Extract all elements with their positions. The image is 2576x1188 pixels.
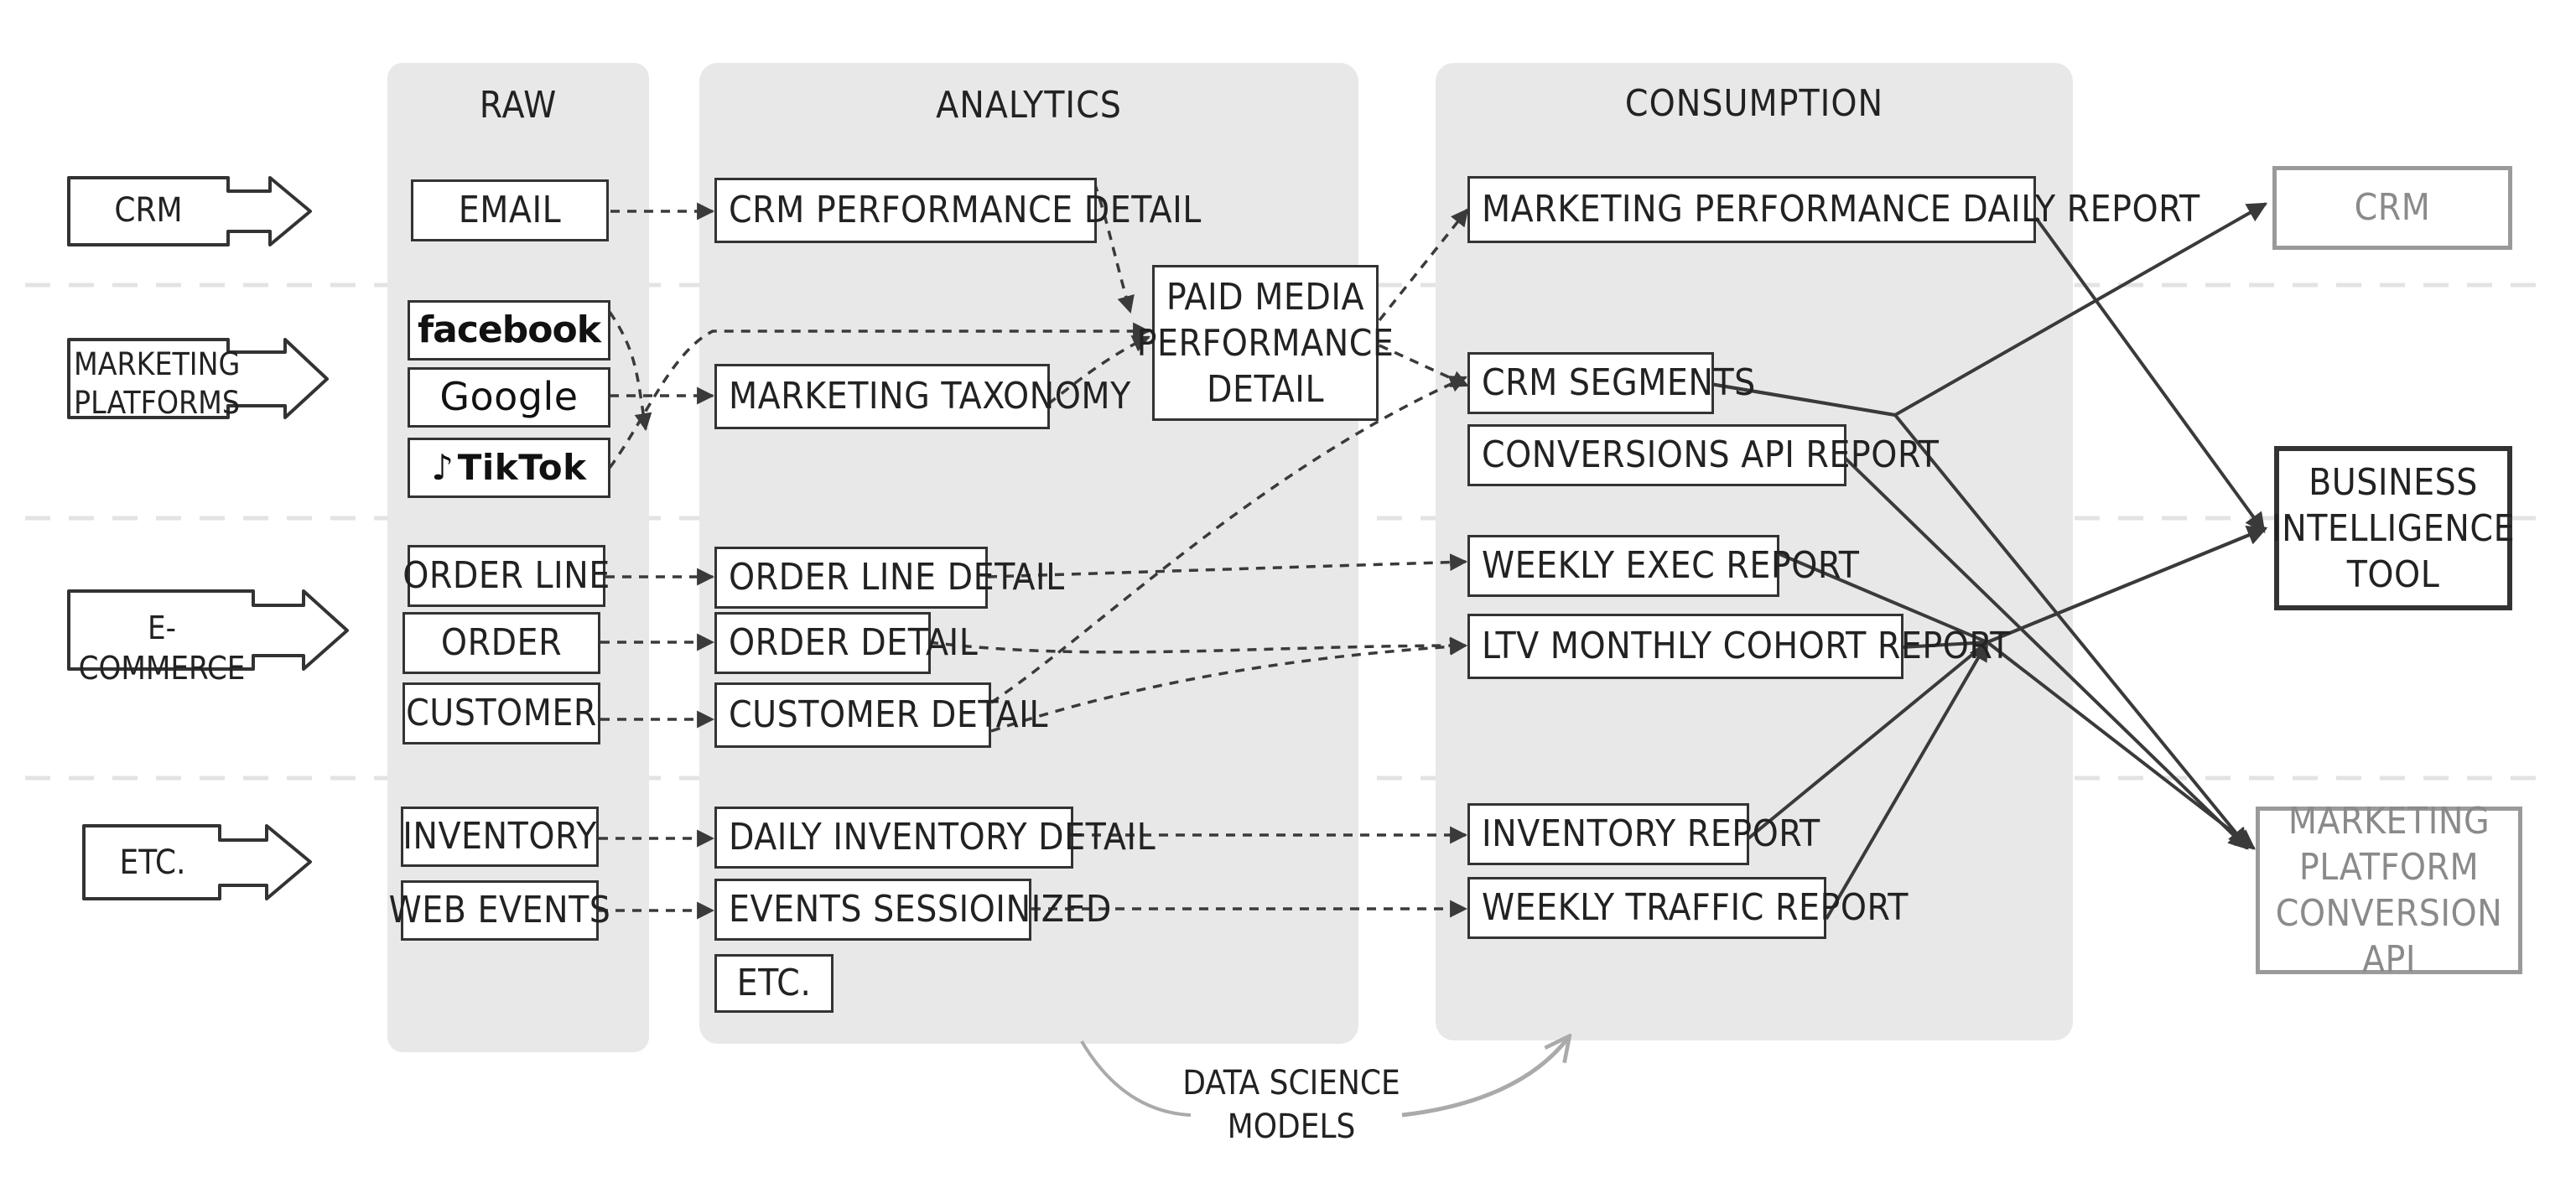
raw-tiktok-label: TikTok xyxy=(457,446,587,488)
analytics-daily-inventory-detail[interactable]: DAILY INVENTORY DETAIL xyxy=(714,807,1156,869)
analytics-order-detail[interactable]: ORDER DETAIL xyxy=(714,612,978,674)
source-ecommerce: E-COMMERCE xyxy=(78,610,246,687)
raw-order-line[interactable]: ORDER LINE xyxy=(402,545,610,607)
consumption-weekly-exec-report[interactable]: WEEKLY EXEC REPORT xyxy=(1467,535,1859,597)
source-crm: CRM xyxy=(114,191,183,230)
destination-business-intelligence-tool[interactable]: BUSINESS INTELLIGENCE TOOL xyxy=(2272,446,2515,610)
raw-facebook-logo[interactable]: facebook xyxy=(408,300,610,361)
raw-email[interactable]: EMAIL xyxy=(411,179,609,241)
analytics-crm-performance-detail[interactable]: CRM PERFORMANCE DETAIL xyxy=(714,178,1201,243)
analytics-etc[interactable]: ETC. xyxy=(714,954,834,1013)
raw-customer[interactable]: CUSTOMER xyxy=(402,682,600,744)
data-science-models-arrow xyxy=(1080,1038,1568,1118)
consumption-marketing-performance-daily-report[interactable]: MARKETING PERFORMANCE DAILY REPORT xyxy=(1467,176,2199,243)
raw-google-logo[interactable]: Google xyxy=(408,367,610,428)
consumption-inventory-report[interactable]: INVENTORY REPORT xyxy=(1467,803,1820,865)
column-title-analytics: ANALYTICS xyxy=(936,84,1122,127)
analytics-order-line-detail[interactable]: ORDER LINE DETAIL xyxy=(714,547,1064,609)
tiktok-note-icon: ♪ xyxy=(431,446,454,488)
analytics-marketing-taxonomy[interactable]: MARKETING TAXONOMY xyxy=(714,364,1130,429)
destination-crm[interactable]: CRM xyxy=(2272,166,2512,250)
analytics-customer-detail[interactable]: CUSTOMER DETAIL xyxy=(714,682,1047,748)
source-marketing-platforms: MARKETING PLATFORMS xyxy=(74,346,241,422)
data-science-models-label: DATA SCIENCE MODELS xyxy=(1182,1064,1400,1146)
column-title-raw: RAW xyxy=(479,84,558,127)
consumption-ltv-monthly-cohort-report[interactable]: LTV MONTHLY COHORT REPORT xyxy=(1467,614,2010,679)
consumption-to-destination-lines xyxy=(1710,202,2268,921)
source-etc: ETC. xyxy=(119,843,186,882)
consumption-crm-segments[interactable]: CRM SEGMENTS xyxy=(1467,352,1755,414)
analytics-to-consumption-arrows xyxy=(928,182,1469,918)
consumption-weekly-traffic-report[interactable]: WEEKLY TRAFFIC REPORT xyxy=(1467,877,1908,939)
raw-web-events[interactable]: WEB EVENTS xyxy=(389,880,610,941)
raw-tiktok-logo[interactable]: ♪TikTok xyxy=(408,438,610,498)
column-title-consumption: CONSUMPTION xyxy=(1624,82,1884,125)
raw-order[interactable]: ORDER xyxy=(402,612,600,674)
analytics-events-sessioinized[interactable]: EVENTS SESSIOINIZED xyxy=(714,879,1111,941)
raw-inventory[interactable]: INVENTORY xyxy=(401,807,599,867)
raw-to-analytics-arrows xyxy=(599,202,1151,920)
source-arrow-shapes xyxy=(67,176,349,900)
consumption-conversions-api-report[interactable]: CONVERSIONS API REPORT xyxy=(1467,424,1939,486)
analytics-paid-media-performance-detail[interactable]: PAID MEDIA PERFORMANCE DETAIL xyxy=(1137,265,1394,421)
destination-marketing-platform-conversion-api[interactable]: MARKETING PLATFORM CONVERSION API xyxy=(2256,800,2522,981)
